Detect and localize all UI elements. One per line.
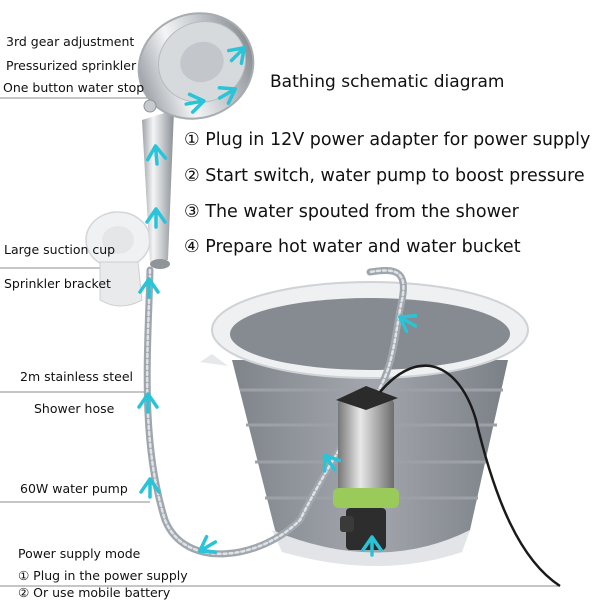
label-water-stop: One button water stop <box>3 80 145 95</box>
label-hose-line1: 2m stainless steel <box>20 369 134 384</box>
label-gear-adjustment: 3rd gear adjustment <box>6 34 135 49</box>
shower-hose <box>143 266 407 558</box>
flow-arrow-icon <box>145 144 168 166</box>
flow-arrow-icon <box>139 477 161 499</box>
label-suction-cup: Large suction cup <box>4 242 116 257</box>
flow-arrow-icon <box>145 207 167 229</box>
leader-lines <box>0 97 560 587</box>
power-cable <box>379 364 561 588</box>
label-power-option-2: ② Or use mobile battery <box>18 585 171 600</box>
step-2: ② Start switch, water pump to boost pres… <box>184 166 585 186</box>
step-4: ④ Prepare hot water and water bucket <box>184 237 521 257</box>
flow-arrow-icon <box>217 85 237 106</box>
flow-arrow-icon <box>322 453 342 473</box>
step-1: ① Plug in 12V power adapter for power su… <box>184 130 591 150</box>
shower-head <box>137 12 255 120</box>
flow-arrow-icon <box>361 535 383 557</box>
flow-arrow-icon <box>398 313 418 334</box>
water-pump <box>333 386 399 550</box>
suction-cup-bracket <box>85 211 151 307</box>
flow-arrows <box>137 46 418 557</box>
flow-arrow-icon <box>137 392 159 414</box>
label-water-pump: 60W water pump <box>20 481 128 496</box>
diagram-title: Bathing schematic diagram <box>270 72 505 92</box>
flow-arrow-icon <box>184 92 206 114</box>
label-power-mode: Power supply mode <box>18 546 141 561</box>
flow-arrow-icon <box>138 277 160 299</box>
label-hose-line2: Shower hose <box>34 401 115 416</box>
flow-arrow-icon <box>226 46 246 66</box>
step-3: ③ The water spouted from the shower <box>184 202 519 222</box>
label-pressurized-sprinkler: Pressurized sprinkler <box>6 58 137 73</box>
shower-handle <box>142 110 174 269</box>
label-sprinkler-bracket: Sprinkler bracket <box>4 276 111 291</box>
label-power-option-1: ① Plug in the power supply <box>18 568 188 583</box>
flow-arrow-icon <box>198 534 218 555</box>
